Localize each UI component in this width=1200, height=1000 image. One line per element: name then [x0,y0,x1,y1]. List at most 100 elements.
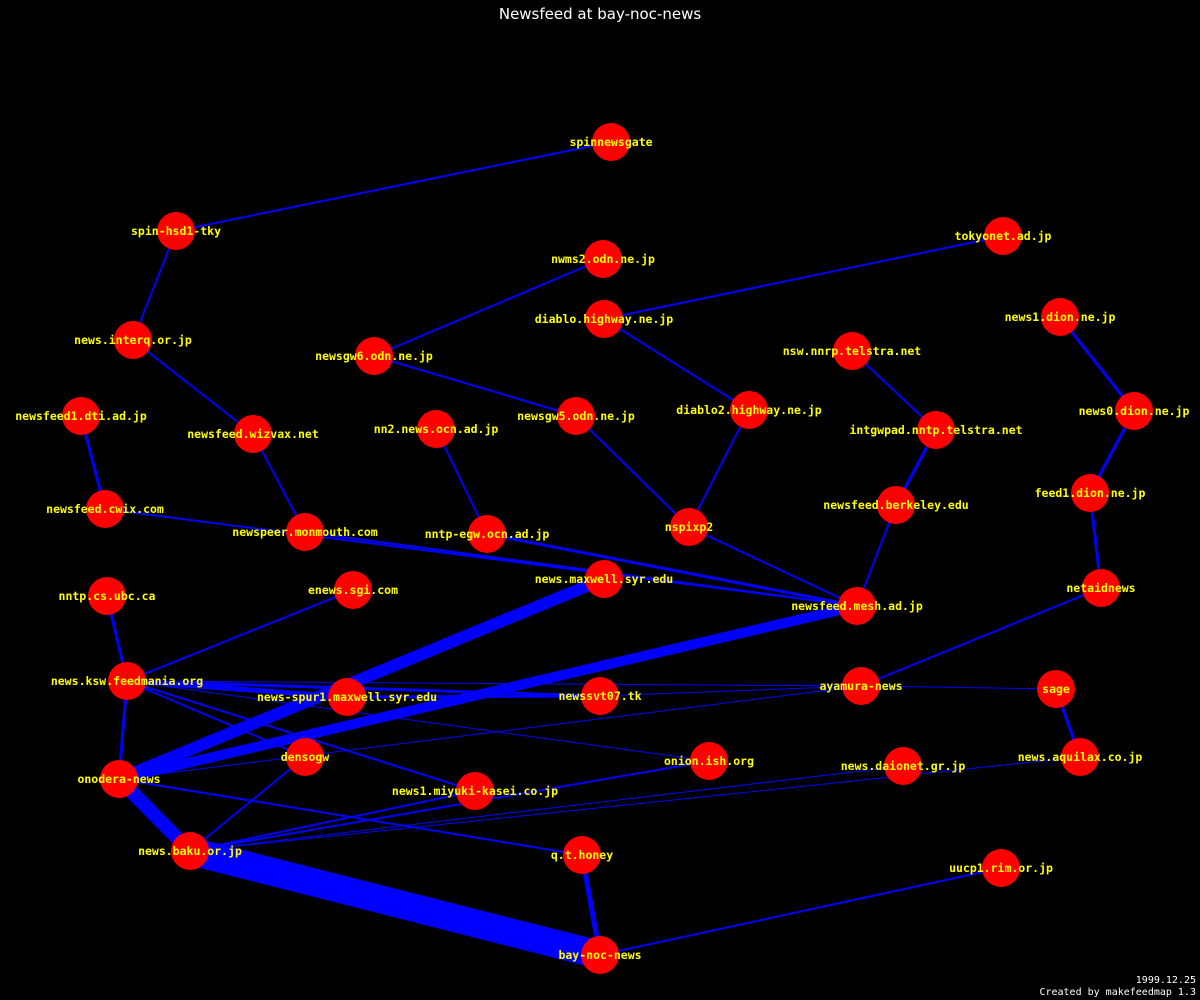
node-label-newsfeed.cwix.com: newsfeed.cwix.com [46,502,164,516]
node-newsfeed1.dti.ad.jp [62,397,100,435]
edge-nsw.nnrp.telstra.net-to-intgwpad.nntp.telstra.net [851,350,937,431]
edge-news.interq.or.jp-to-newsfeed.wizvax.net [132,339,254,435]
node-label-nntp-egw.ocn.ad.jp: nntp-egw.ocn.ad.jp [425,527,550,541]
node-label-newsgw6.odn.ne.jp: newsgw6.odn.ne.jp [315,349,433,363]
edge-diablo2.highway.ne.jp-to-nspixp2 [688,409,750,528]
node-label-feed1.dion.ne.jp: feed1.dion.ne.jp [1035,486,1146,500]
node-newsgw6.odn.ne.jp [355,337,393,375]
node-news.daionet.gr.jp [884,747,922,785]
node-label-onion.ish.org: onion.ish.org [664,754,754,768]
map-title: Newsfeed at bay-noc-news [499,5,701,23]
node-label-densogw: densogw [281,750,330,764]
edge-densogw-to-news.baku.or.jp [189,756,306,852]
node-spin-hsd1-tky [157,212,195,250]
node-news.ksw.feedmania.org [108,662,146,700]
node-enews.sgi.com [334,571,372,609]
node-spinnewsgate [592,123,630,161]
node-label-news.aquilax.co.jp: news.aquilax.co.jp [1018,750,1143,764]
node-label-nntp.cs.ubc.ca: nntp.cs.ubc.ca [59,589,156,603]
edge-news.baku.or.jp-to-news1.miyuki-kasei.co.jp [189,790,476,852]
node-nntp.cs.ubc.ca [88,577,126,615]
edge-diablo.highway.ne.jp-to-diablo2.highway.ne.jp [603,318,750,411]
edge-ayamura-news-to-sage [860,685,1057,690]
node-label-nwms2.odn.ne.jp: nwms2.odn.ne.jp [551,252,655,266]
node-newsfeed.mesh.ad.jp [838,587,876,625]
node-label-newssvt07.tk: newssvt07.tk [558,689,641,703]
node-news.maxwell.syr.edu [585,560,623,598]
edge-onodera-news-to-news.maxwell.syr.edu [116,573,607,785]
node-label-news-spur1.maxwell.syr.edu: news-spur1.maxwell.syr.edu [257,690,437,704]
node-label-news1.miyuki-kasei.co.jp: news1.miyuki-kasei.co.jp [392,784,558,798]
node-newspeer.monmouth.com [286,513,324,551]
edge-spinnewsgate-to-spin-hsd1-tky [175,141,612,232]
node-label-nsw.nnrp.telstra.net: nsw.nnrp.telstra.net [783,344,922,358]
node-label-news.maxwell.syr.edu: news.maxwell.syr.edu [535,572,673,586]
edge-enews.sgi.com-to-news.ksw.feedmania.org [126,589,354,682]
node-label-onodera-news: onodera-news [77,772,160,786]
edge-spin-hsd1-tky-to-news.interq.or.jp [132,230,177,341]
node-newsfeed.berkeley.edu [877,486,915,524]
edge-onodera-news-to-newsfeed.mesh.ad.jp [117,601,859,784]
node-label-newsfeed.mesh.ad.jp: newsfeed.mesh.ad.jp [791,599,923,613]
node-label-netaidnews: netaidnews [1066,581,1135,595]
node-label-sage: sage [1042,682,1070,696]
edge-nwms2.odn.ne.jp-to-newsgw6.odn.ne.jp [373,258,604,357]
node-label-news.ksw.feedmania.org: news.ksw.feedmania.org [51,674,203,688]
node-label-newsfeed1.dti.ad.jp: newsfeed1.dti.ad.jp [15,409,147,423]
node-nn2.news.ocn.ad.jp [417,410,455,448]
node-label-newsgw5.odn.ne.jp: newsgw5.odn.ne.jp [517,409,635,423]
node-newssvt07.tk [581,677,619,715]
node-label-diablo.highway.ne.jp: diablo.highway.ne.jp [535,312,674,326]
edge-uucp1.rim.or.jp-to-bay-noc-news [599,867,1002,956]
node-q.t.honey [563,836,601,874]
node-label-nn2.news.ocn.ad.jp: nn2.news.ocn.ad.jp [374,422,499,436]
node-onion.ish.org [690,742,728,780]
node-label-spinnewsgate: spinnewsgate [569,135,652,149]
node-feed1.dion.ne.jp [1071,474,1109,512]
node-nwms2.odn.ne.jp [584,240,622,278]
node-label-newspeer.monmouth.com: newspeer.monmouth.com [232,525,377,539]
node-label-tokyonet.ad.jp: tokyonet.ad.jp [955,229,1052,243]
node-label-bay-noc-news: bay-noc-news [558,948,641,962]
edge-news.ksw.feedmania.org-to-ayamura-news [126,680,862,687]
node-nspixp2 [670,508,708,546]
node-label-newsfeed.berkeley.edu: newsfeed.berkeley.edu [823,498,968,512]
node-label-news.interq.or.jp: news.interq.or.jp [74,333,192,347]
edge-news1.dion.ne.jp-to-news0.dion.ne.jp [1058,316,1136,412]
edge-newsgw6.odn.ne.jp-to-newsgw5.odn.ne.jp [373,355,577,417]
node-tokyonet.ad.jp [984,217,1022,255]
node-news-spur1.maxwell.syr.edu [328,678,366,716]
node-label-news.baku.or.jp: news.baku.or.jp [138,844,242,858]
node-intgwpad.nntp.telstra.net [917,411,955,449]
node-diablo2.highway.ne.jp [730,391,768,429]
node-diablo.highway.ne.jp [585,300,623,338]
edge-news.baku.or.jp-to-bay-noc-news [186,837,604,969]
node-densogw [286,738,324,776]
edge-nn2.news.ocn.ad.jp-to-nntp-egw.ocn.ad.jp [435,428,488,535]
node-sage [1037,670,1075,708]
footer-date: 1999.12.25 [1136,975,1196,986]
node-newsfeed.cwix.com [86,490,124,528]
node-bay-noc-news [581,936,619,974]
node-label-intgwpad.nntp.telstra.net: intgwpad.nntp.telstra.net [849,423,1022,437]
edge-onodera-news-to-ayamura-news [118,685,862,780]
node-news.baku.or.jp [171,832,209,870]
edge-newssvt07.tk-to-ayamura-news [599,685,862,697]
edge-tokyonet.ad.jp-to-diablo.highway.ne.jp [603,235,1004,320]
node-onodera-news [100,760,138,798]
node-label-uucp1.rim.or.jp: uucp1.rim.or.jp [949,861,1053,875]
node-ayamura-news [842,667,880,705]
edge-nspixp2-to-newsfeed.mesh.ad.jp [688,526,858,607]
node-uucp1.rim.or.jp [982,849,1020,887]
node-news.interq.or.jp [114,321,152,359]
node-newsfeed.wizvax.net [234,415,272,453]
edge-newspeer.monmouth.com-to-newsfeed.mesh.ad.jp [304,531,858,607]
node-netaidnews [1082,569,1120,607]
edge-netaidnews-to-ayamura-news [860,587,1102,687]
edge-nntp-egw.ocn.ad.jp-to-newsfeed.mesh.ad.jp [486,532,858,608]
node-label-enews.sgi.com: enews.sgi.com [308,583,398,597]
node-news1.miyuki-kasei.co.jp [456,772,494,810]
